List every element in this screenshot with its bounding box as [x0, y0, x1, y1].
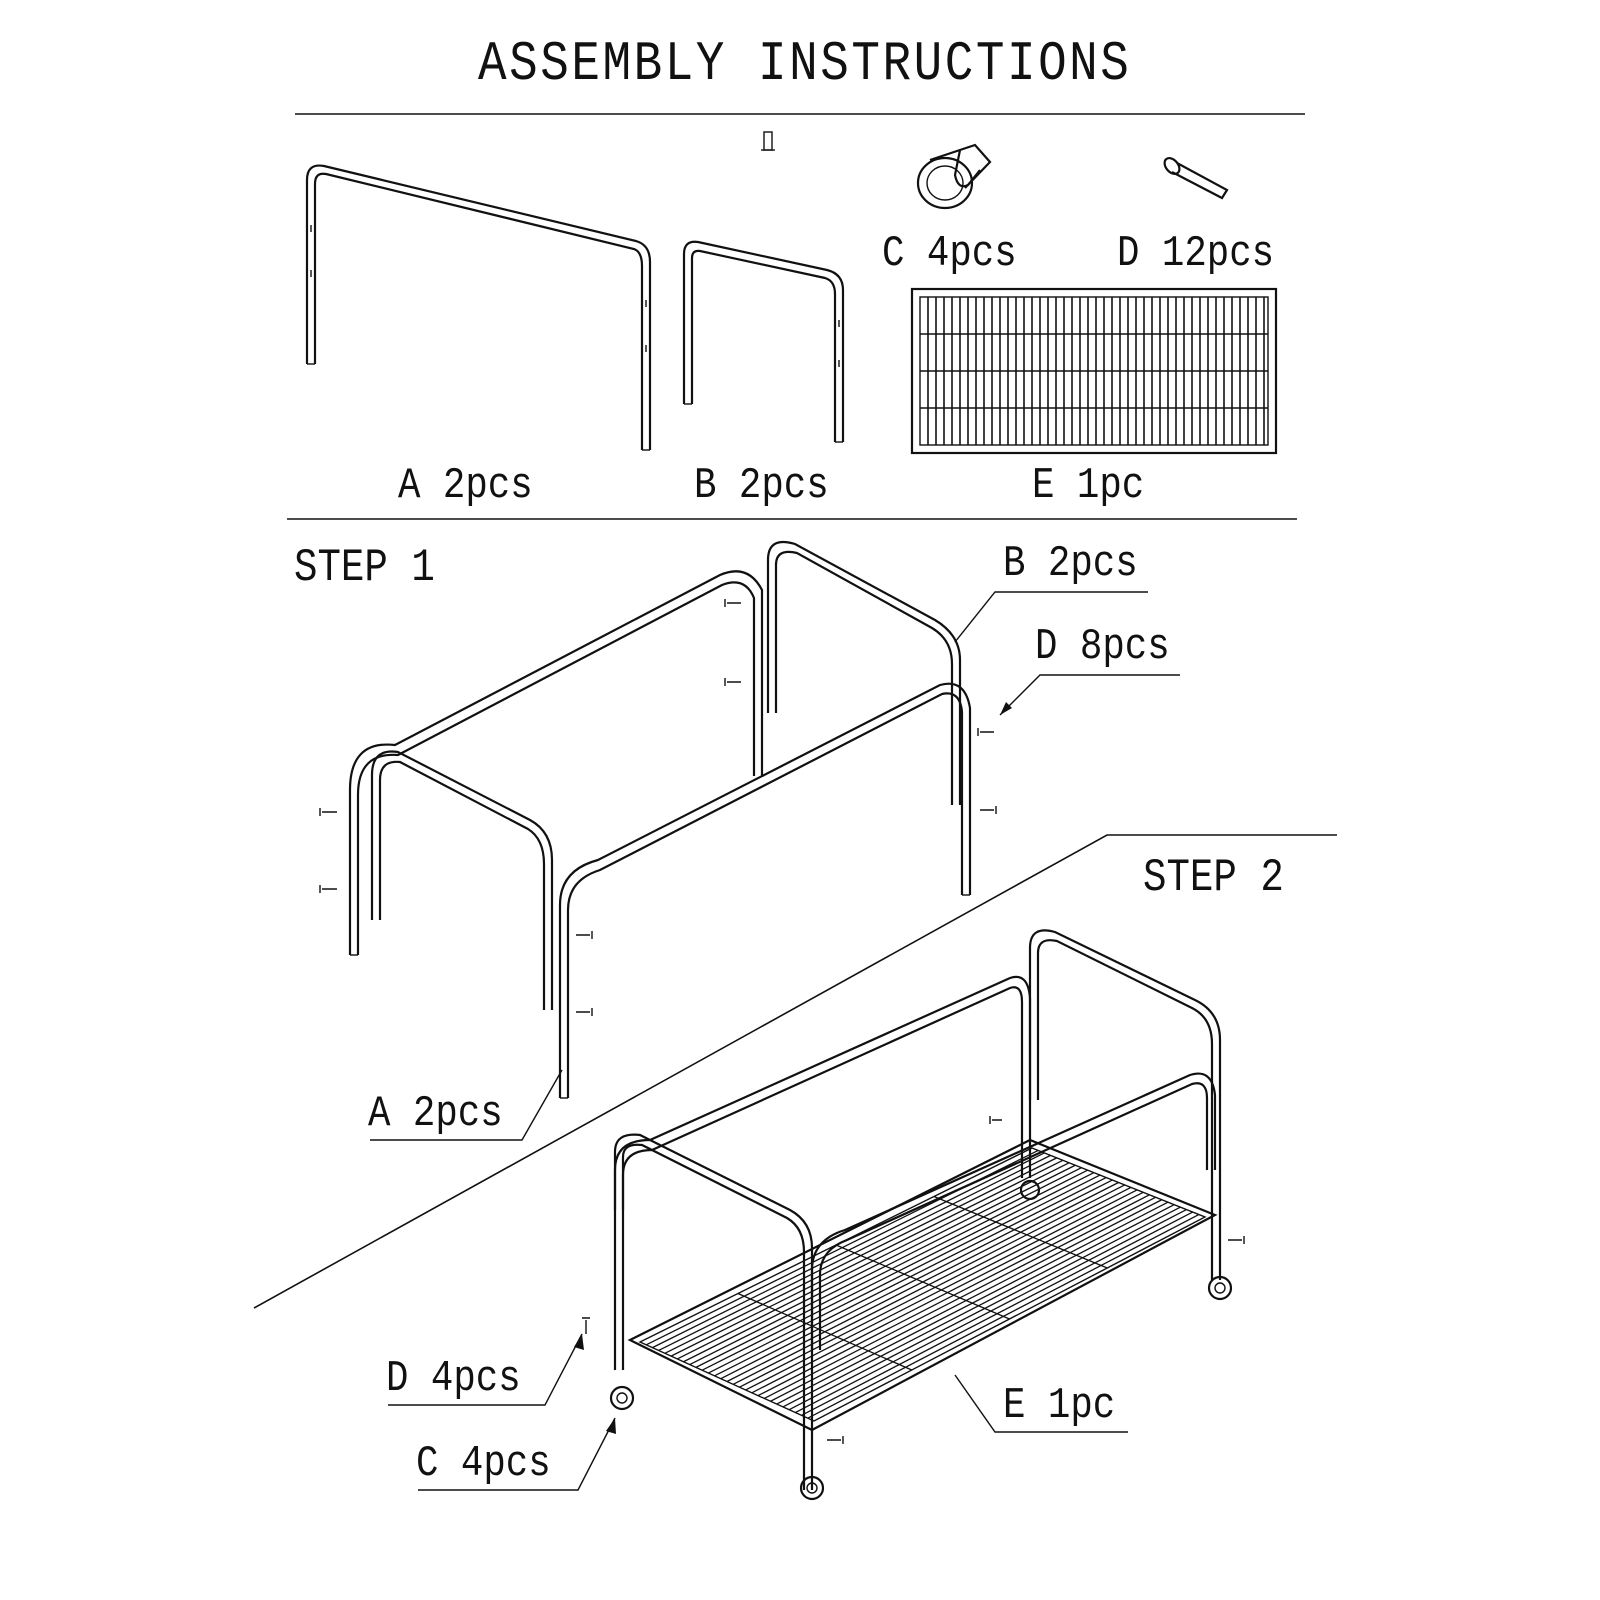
page-title: ASSEMBLY INSTRUCTIONS	[478, 32, 1132, 96]
step1-a-leader	[370, 1069, 563, 1141]
part-c-caster-drawing	[761, 131, 992, 210]
step1-heading: STEP 1	[294, 542, 435, 594]
part-a-label: A 2pcs	[398, 461, 533, 511]
step1-b-leader	[954, 591, 1148, 643]
step2-e-leader	[954, 1374, 1128, 1433]
part-d-pin-drawing	[1163, 157, 1229, 200]
step1-d-label: D 8pcs	[1035, 622, 1170, 672]
step2-e-label: E 1pc	[1003, 1381, 1116, 1431]
step1-d-leader	[999, 674, 1180, 716]
step2-cart-drawing	[582, 929, 1245, 1501]
step1-d-arrow	[1000, 702, 1012, 715]
step1-frame-drawing	[348, 540, 972, 1099]
step2-d-leader	[388, 1333, 583, 1406]
part-c-label: C 4pcs	[882, 229, 1017, 279]
part-a-frame-drawing	[305, 164, 652, 451]
step1-b-label: B 2pcs	[1003, 539, 1138, 589]
step2-d-label: D 4pcs	[386, 1354, 521, 1404]
part-b-label: B 2pcs	[694, 461, 829, 511]
step2-c-leader	[418, 1417, 616, 1491]
part-b-frame-drawing	[682, 240, 845, 443]
step2-heading: STEP 2	[1143, 852, 1284, 904]
step1-a-label: A 2pcs	[368, 1089, 503, 1139]
part-d-label: D 12pcs	[1117, 229, 1275, 279]
step-divider	[253, 834, 1337, 1309]
part-e-grid-drawing	[910, 287, 1278, 455]
step2-c-label: C 4pcs	[416, 1439, 551, 1489]
step2-c-arrow	[606, 1418, 616, 1434]
part-e-label: E 1pc	[1032, 461, 1145, 511]
step1-pins	[319, 599, 997, 1016]
step2-d-arrow	[574, 1334, 584, 1350]
